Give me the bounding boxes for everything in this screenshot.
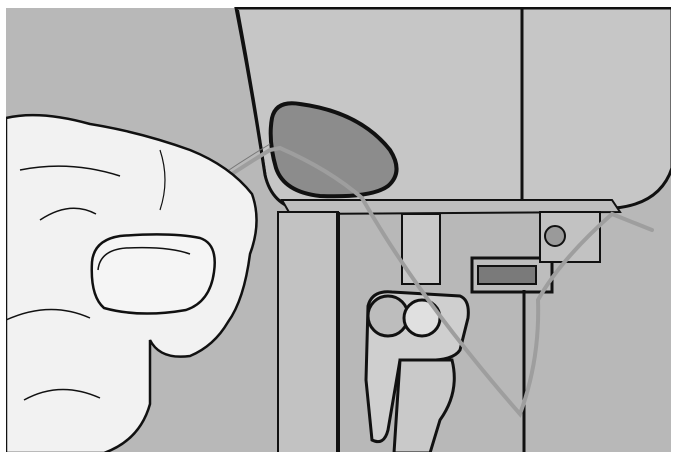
lower-panel [278, 212, 338, 453]
thumb [92, 234, 215, 313]
lever-pivot-outer [368, 296, 408, 336]
housing-knob [545, 226, 565, 246]
clamp-screw [478, 266, 536, 284]
